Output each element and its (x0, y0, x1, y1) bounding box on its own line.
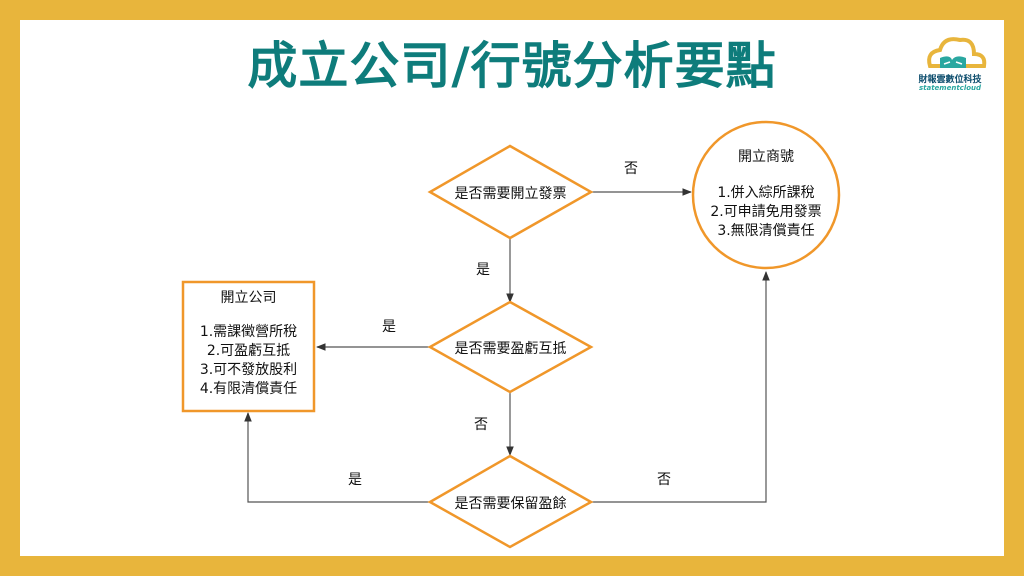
decision-retain-earnings-label: 是否需要保留盈餘 (454, 496, 567, 512)
company-box-content: 開立公司 1.需課徵營所稅 2.可盈虧互抵 3.可不發放股利 4.有限清償責任 (183, 289, 314, 399)
firm-item: 3.無限清償責任 (717, 223, 815, 239)
decision-loss-offset (427, 300, 594, 394)
company-item: 1.需課徵營所稅 (199, 324, 298, 340)
decision-invoice (427, 144, 594, 240)
logo-name: 財報雲數位科技 (918, 75, 982, 85)
edge-label-retain-yes: 是 (348, 472, 362, 488)
firm-item: 1.併入綜所課稅 (717, 185, 815, 201)
decision-loss-offset-label: 是否需要盈虧互抵 (454, 341, 567, 357)
cloud-book-icon (927, 37, 987, 68)
edge-label-invoice-no: 否 (624, 161, 638, 177)
edge-label-loss-yes: 是 (382, 319, 396, 335)
firm-heading: 開立商號 (738, 149, 794, 165)
edge-retain-yes (244, 412, 430, 503)
logo-subtitle: statementcloud (918, 84, 982, 92)
company-heading: 開立公司 (220, 290, 277, 306)
firm-circle (691, 120, 841, 270)
company-item: 2.可盈虧互抵 (206, 343, 291, 359)
company-item: 3.可不發放股利 (199, 362, 298, 378)
edge-label-retain-no: 否 (657, 472, 671, 488)
decision-invoice-label: 是否需要開立發票 (454, 186, 567, 202)
firm-item: 2.可申請免用發票 (710, 204, 822, 220)
edge-label-invoice-yes: 是 (476, 262, 490, 278)
edge-retain-no (591, 271, 770, 503)
firm-circle-content: 開立商號 1.併入綜所課稅 2.可申請免用發票 3.無限清償責任 (693, 148, 839, 241)
company-box (181, 280, 316, 413)
company-item: 4.有限清償責任 (199, 381, 298, 397)
decision-retain-earnings (427, 454, 594, 549)
edge-label-loss-no: 否 (474, 417, 488, 433)
page-title: 成立公司/行號分析要點 (247, 37, 777, 95)
